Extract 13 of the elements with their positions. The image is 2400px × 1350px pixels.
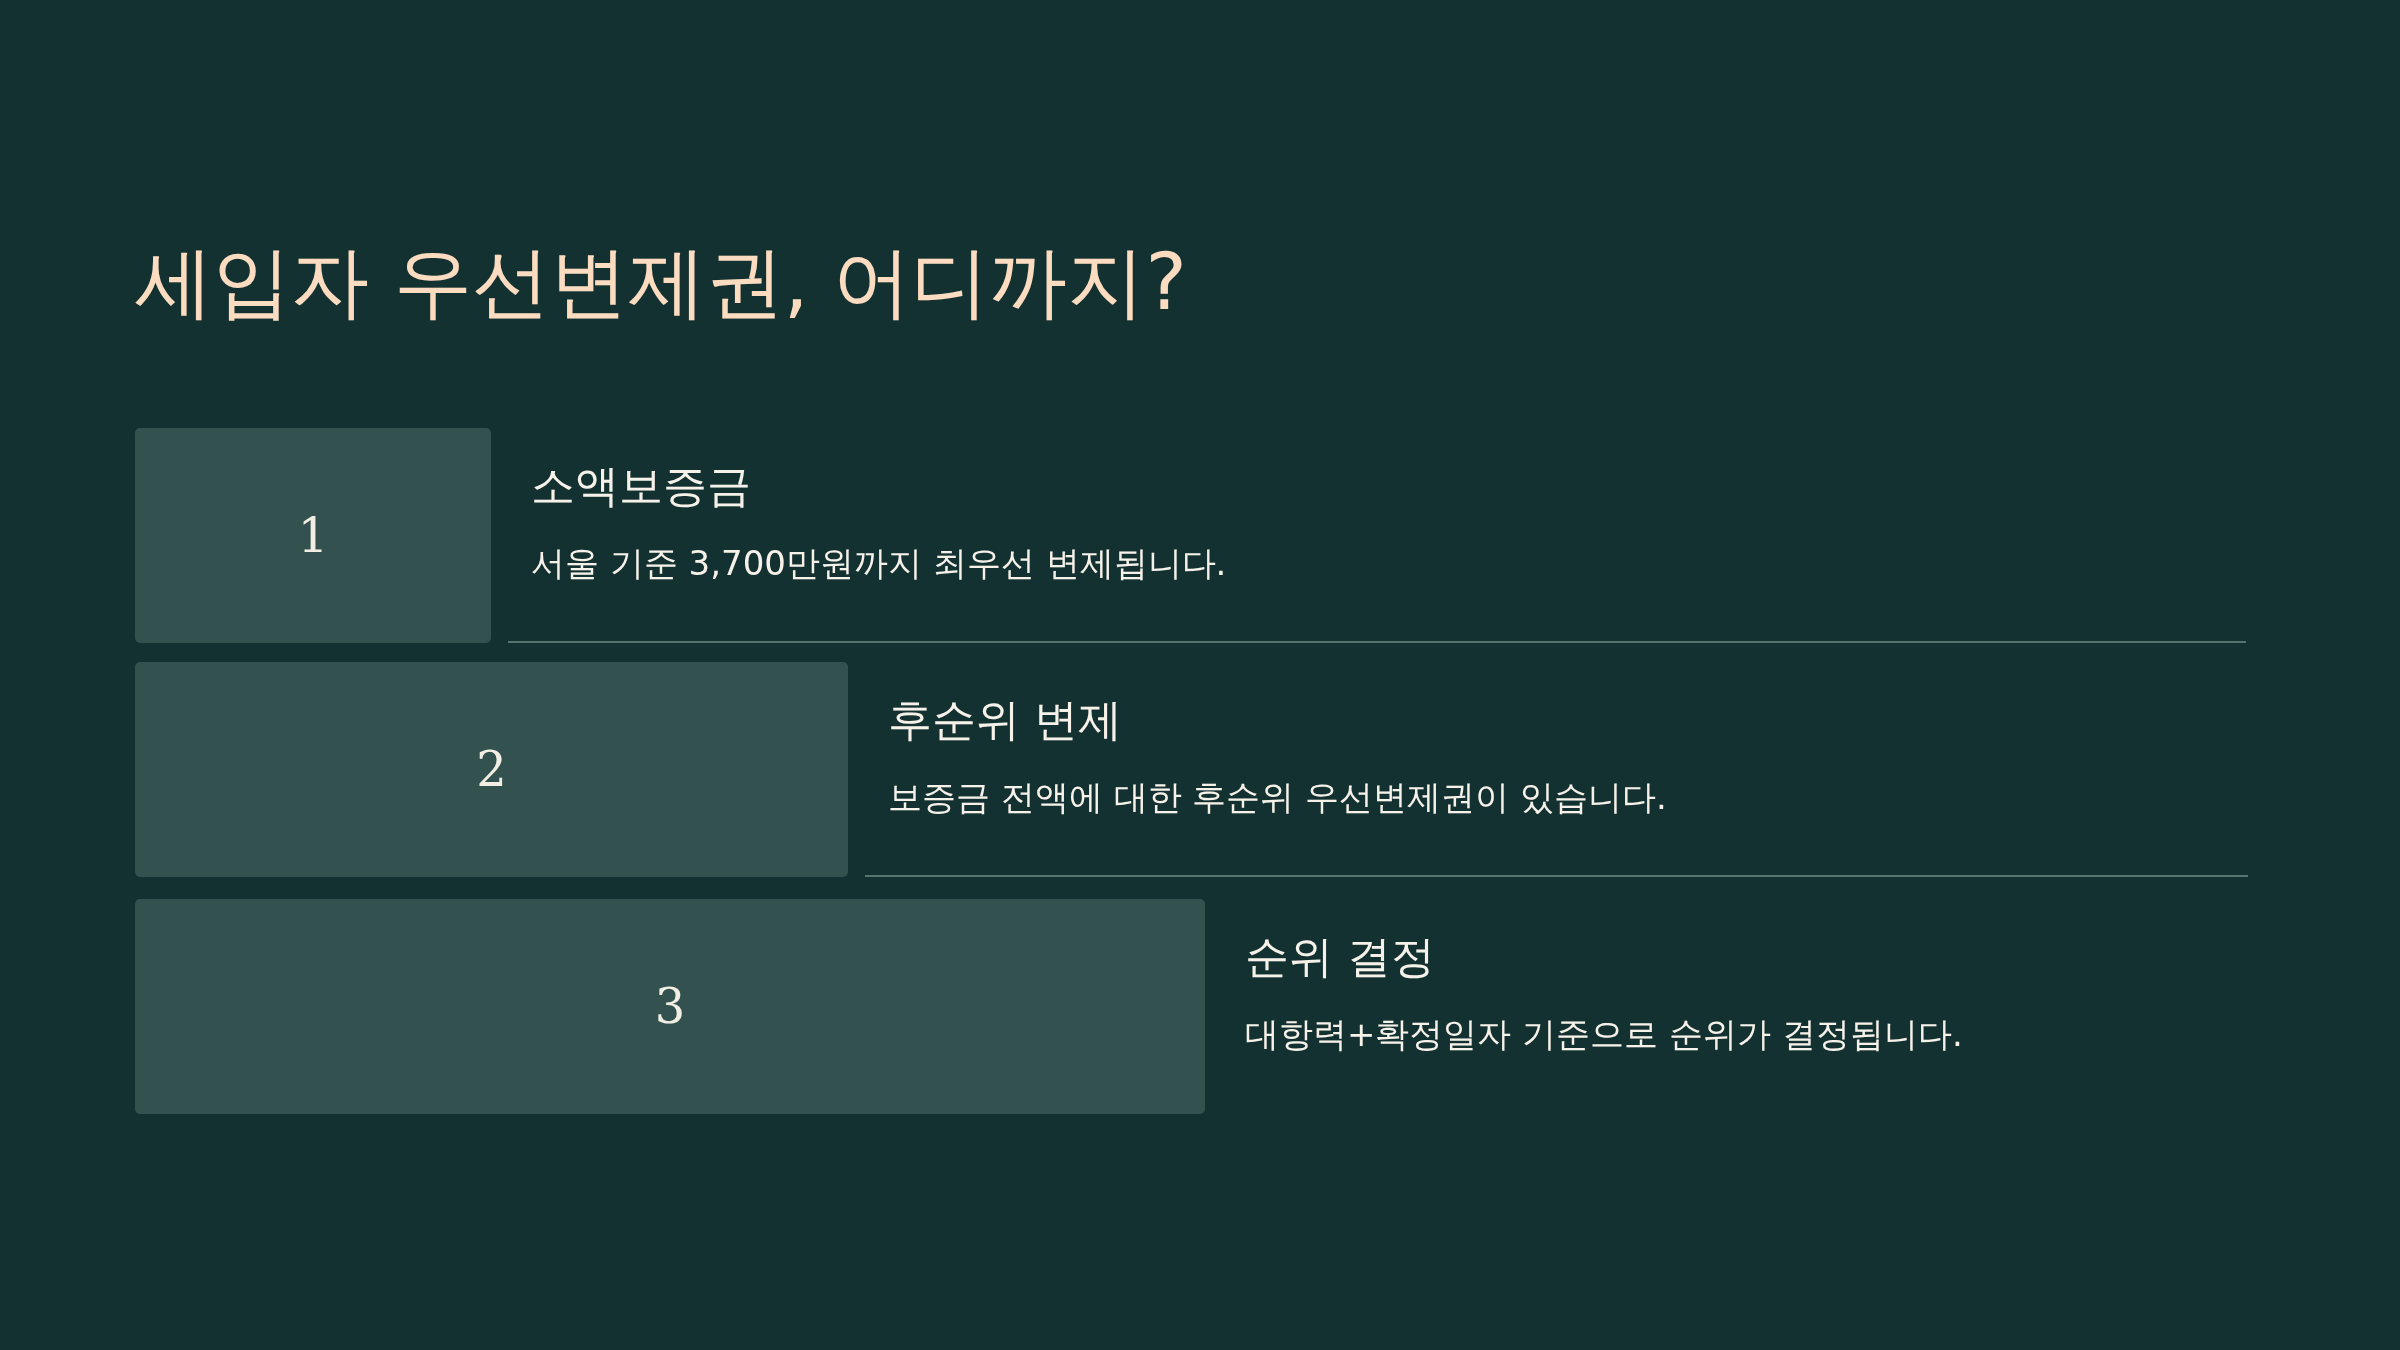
step-heading: 소액보증금	[531, 460, 751, 513]
step-number: 2	[476, 740, 507, 799]
step-number: 3	[654, 977, 686, 1036]
step-heading: 후순위 변제	[888, 694, 1122, 747]
step-block	[135, 662, 848, 877]
step-description: 보증금 전액에 대한 후순위 우선변제권이 있습니다.	[888, 777, 1667, 818]
step-heading: 순위 결정	[1245, 931, 1435, 984]
step-description: 서울 기준 3,700만원까지 최우선 변제됩니다.	[531, 543, 1227, 584]
step-block	[135, 899, 1205, 1114]
step-description: 대항력+확정일자 기준으로 순위가 결정됩니다.	[1245, 1014, 1963, 1055]
step-number: 1	[297, 506, 329, 565]
slide-title: 세입자 우선변제권, 어디까지?	[135, 236, 1187, 329]
step-block	[135, 428, 491, 643]
